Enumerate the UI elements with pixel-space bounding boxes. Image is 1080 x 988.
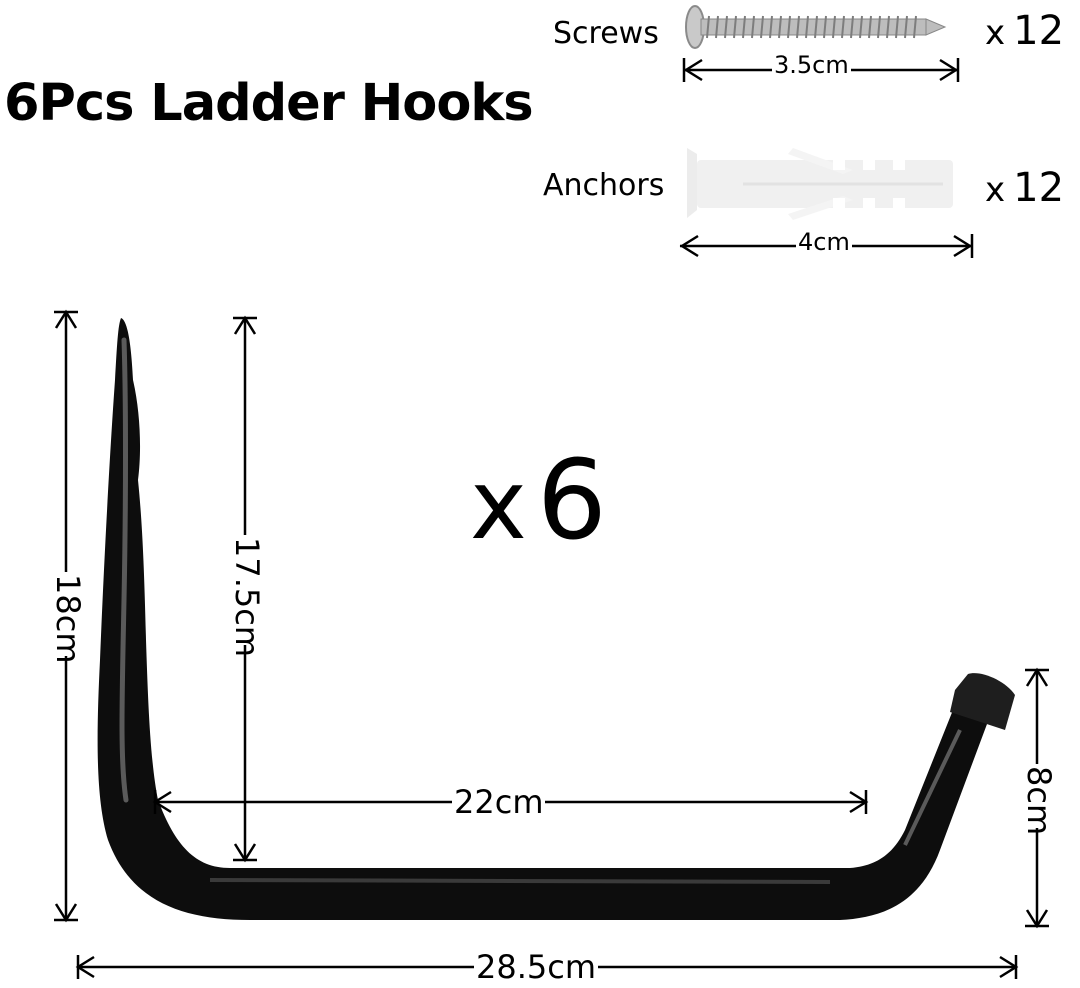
inner-height-label: 17.5cm — [228, 535, 266, 658]
anchors-label: Anchors — [543, 168, 665, 203]
hook-quantity: x6 — [470, 436, 607, 564]
rubber-cap-icon — [950, 673, 1015, 730]
total-width-label: 28.5cm — [474, 948, 599, 986]
total-height-label: 18cm — [49, 572, 87, 664]
wall-anchor-icon — [683, 140, 968, 225]
screws-label: Screws — [553, 16, 659, 51]
screw-length-label: 3.5cm — [772, 51, 851, 79]
screw-icon — [683, 2, 955, 54]
inner-width-label: 22cm — [452, 783, 546, 821]
tip-height-label: 8cm — [1020, 764, 1058, 836]
product-title: 6Pcs Ladder Hooks — [4, 74, 534, 133]
anchor-length-label: 4cm — [796, 228, 852, 256]
